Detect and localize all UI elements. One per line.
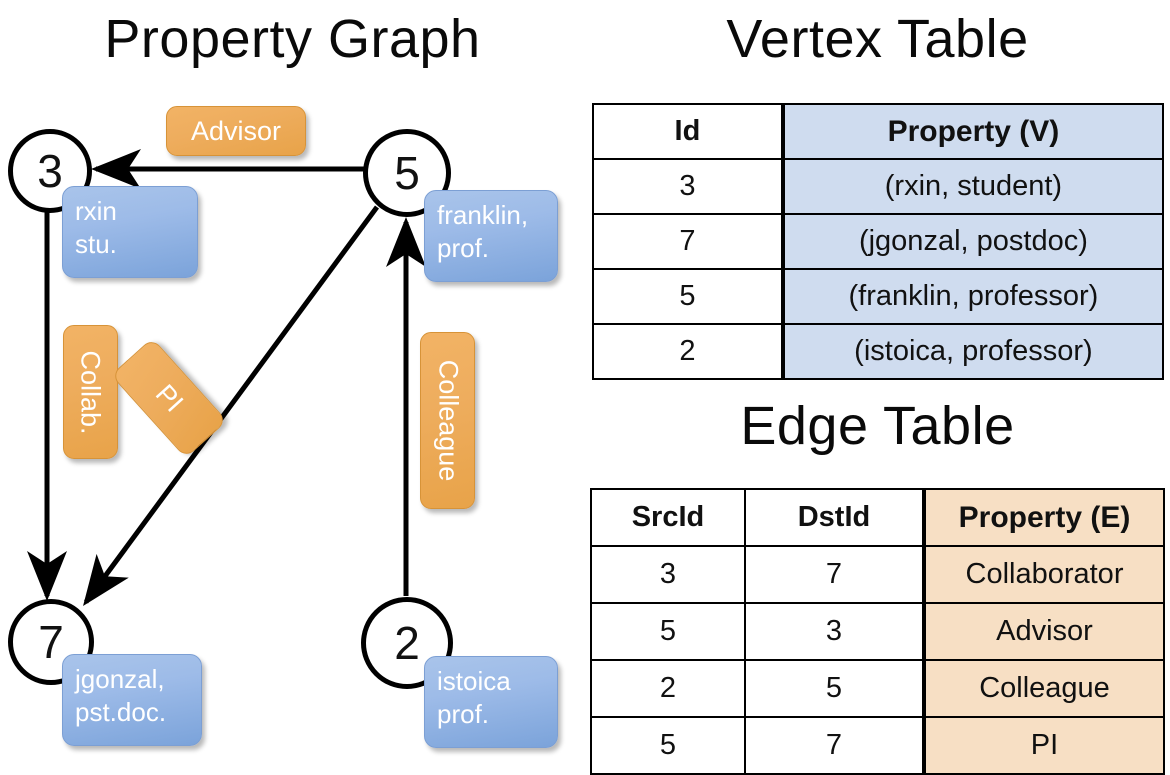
vertex-table-cell-property: (franklin, professor) bbox=[780, 268, 1165, 325]
vertex-node-3-label: 3 bbox=[37, 145, 63, 197]
edge-table-cell-property: Collaborator bbox=[922, 545, 1165, 604]
graph-edge-arrows bbox=[27, 149, 426, 607]
edge-label-collab-text: Collab. bbox=[76, 349, 107, 435]
table-row[interactable]: 3 7 Collaborator bbox=[590, 545, 1165, 604]
vertex-table-header-row: Id Property (V) bbox=[592, 103, 1165, 160]
vertex-property-box-7: jgonzal, pst.doc. bbox=[62, 654, 202, 746]
edge-table-header-dstid: DstId bbox=[743, 488, 926, 547]
vertex-node-5-label: 5 bbox=[394, 147, 420, 199]
table-row[interactable]: 7 (jgonzal, postdoc) bbox=[592, 213, 1165, 270]
edge-label-colleague-text: Colleague bbox=[433, 359, 463, 482]
edge-table-cell-property: PI bbox=[922, 716, 1165, 775]
edge-table-cell-property: Colleague bbox=[922, 659, 1165, 718]
table-row[interactable]: 2 (istoica, professor) bbox=[592, 323, 1165, 380]
page-title-property-graph: Property Graph bbox=[104, 9, 481, 69]
vertex-property-box-7-line2: pst.doc. bbox=[75, 697, 167, 728]
vertex-table-cell-property: (istoica, professor) bbox=[780, 323, 1165, 380]
vertex-table-header-property: Property (V) bbox=[780, 103, 1165, 160]
vertex-node-2-label: 2 bbox=[394, 617, 420, 669]
edge-label-pi-text: PI bbox=[149, 378, 190, 418]
vertex-property-box-5-line2: prof. bbox=[437, 233, 490, 264]
edge-table-cell-dstid: 7 bbox=[743, 545, 926, 604]
vertex-property-box-5-line1: franklin, bbox=[437, 200, 529, 230]
edge-table-header-property: Property (E) bbox=[922, 488, 1165, 547]
vertex-property-box-7-line1: jgonzal, bbox=[75, 664, 165, 694]
edge-label-collab: Collab. bbox=[63, 325, 118, 459]
vertex-table-cell-id: 3 bbox=[592, 158, 784, 215]
edge-label-advisor-text: Advisor bbox=[190, 115, 282, 146]
vertex-property-box-3-line2: stu. bbox=[75, 229, 117, 260]
vertex-table-cell-id: 7 bbox=[592, 213, 784, 270]
vertex-node-2[interactable]: 2 bbox=[361, 597, 453, 689]
edge-table-cell-srcid: 3 bbox=[590, 545, 746, 604]
edge-table-header-srcid: SrcId bbox=[590, 488, 746, 547]
vertex-table-header-id: Id bbox=[592, 103, 784, 160]
table-row[interactable]: 5 3 Advisor bbox=[590, 602, 1165, 661]
edge-table-header-row: SrcId DstId Property (E) bbox=[590, 488, 1165, 547]
edge-table-cell-srcid: 5 bbox=[590, 716, 746, 775]
table-row[interactable]: 5 7 PI bbox=[590, 716, 1165, 775]
page-title-vertex-table: Vertex Table bbox=[726, 9, 1029, 69]
edge-table-cell-dstid: 3 bbox=[743, 602, 926, 661]
table-row[interactable]: 3 (rxin, student) bbox=[592, 158, 1165, 215]
table-row[interactable]: 2 5 Colleague bbox=[590, 659, 1165, 718]
vertex-property-box-3-line1: rxin bbox=[75, 196, 117, 226]
edge-table: SrcId DstId Property (E) 3 7 Collaborato… bbox=[590, 488, 1165, 775]
edge-table-cell-property: Advisor bbox=[922, 602, 1165, 661]
edge-label-advisor: Advisor bbox=[166, 106, 306, 156]
vertex-node-5[interactable]: 5 bbox=[363, 129, 451, 217]
vertex-property-box-2: istoica prof. bbox=[424, 656, 558, 748]
edge-arrow-5-to-7 bbox=[83, 205, 380, 607]
edge-table-cell-srcid: 2 bbox=[590, 659, 746, 718]
page-title-edge-table: Edge Table bbox=[740, 396, 1015, 456]
vertex-property-box-2-line2: prof. bbox=[437, 699, 490, 730]
vertex-table-cell-id: 5 bbox=[592, 268, 784, 325]
edge-label-colleague: Colleague bbox=[420, 332, 475, 509]
edge-table-cell-dstid: 5 bbox=[743, 659, 926, 718]
vertex-table-cell-id: 2 bbox=[592, 323, 784, 380]
vertex-property-box-2-line1: istoica bbox=[437, 666, 511, 696]
edge-table-cell-srcid: 5 bbox=[590, 602, 746, 661]
vertex-property-box-5: franklin, prof. bbox=[424, 190, 558, 282]
vertex-property-box-3: rxin stu. bbox=[62, 186, 198, 278]
table-row[interactable]: 5 (franklin, professor) bbox=[592, 268, 1165, 325]
vertex-node-7-label: 7 bbox=[38, 616, 64, 668]
edge-table-cell-dstid: 7 bbox=[743, 716, 926, 775]
vertex-table: Id Property (V) 3 (rxin, student) 7 (jgo… bbox=[592, 103, 1165, 380]
property-graph-diagram: 3 5 7 2 rxin stu. franklin, prof. jgonza… bbox=[0, 0, 585, 760]
vertex-table-cell-property: (rxin, student) bbox=[780, 158, 1165, 215]
vertex-table-cell-property: (jgonzal, postdoc) bbox=[780, 213, 1165, 270]
